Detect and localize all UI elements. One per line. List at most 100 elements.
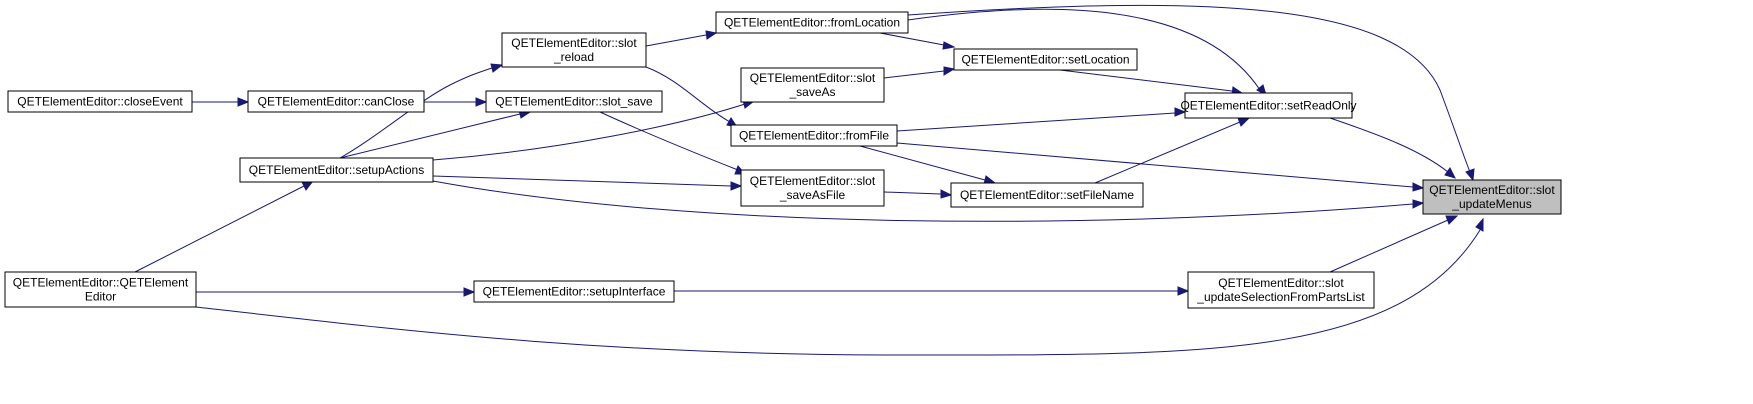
- edge-line: [339, 113, 521, 159]
- node-label: QETElementEditor::slot: [511, 36, 637, 50]
- node-box: [953, 48, 1138, 71]
- node-label: QETElementEditor::setReadOnly: [1180, 99, 1356, 113]
- edge-from-file-to-slot-update-menus: [896, 142, 1425, 192]
- edge-constructor-to-slot-update-menus: [195, 217, 1484, 356]
- edge-line: [1094, 121, 1241, 184]
- edge-from-file-to-set-read-only: [896, 107, 1187, 132]
- arrowhead-icon: [490, 63, 504, 73]
- arrowhead-icon: [237, 97, 250, 107]
- node-label: _saveAsFile: [779, 188, 846, 202]
- edge-close-event-to-can-close: [192, 97, 250, 107]
- node-label: QETElementEditor::slot: [750, 71, 876, 85]
- node-box: [247, 90, 425, 113]
- edge-line: [195, 229, 1481, 356]
- arrowhead-icon: [940, 189, 953, 199]
- node-label: QETElementEditor::closeEvent: [17, 95, 183, 109]
- node-box: [715, 11, 909, 34]
- node-box: [1184, 92, 1353, 119]
- node-box: [1187, 271, 1375, 309]
- edge-line: [883, 191, 942, 195]
- node-setup-interface[interactable]: QETElementEditor::setupInterface: [473, 280, 675, 303]
- node-box: [7, 90, 193, 113]
- edge-slot-reload-to-from-location: [645, 30, 718, 47]
- edge-line: [432, 103, 746, 161]
- node-label: QETElementEditor::slot: [1218, 276, 1344, 290]
- node-box: [730, 124, 898, 147]
- node-slot-update-menus[interactable]: QETElementEditor::slot_updateMenus: [1422, 179, 1562, 215]
- node-set-read-only[interactable]: QETElementEditor::setReadOnly: [1180, 92, 1357, 119]
- edge-can-close-to-slot-save: [424, 97, 488, 107]
- arrowhead-icon: [942, 41, 956, 50]
- edge-constructor-to-setup-actions: [134, 180, 315, 273]
- edge-line: [1329, 117, 1449, 173]
- edge-setup-actions-to-slot-update-menus: [432, 180, 1425, 222]
- edge-line: [859, 145, 986, 181]
- edge-set-read-only-to-slot-update-menus: [1329, 117, 1456, 179]
- node-label: QETElementEditor::fromFile: [739, 129, 889, 143]
- node-box: [1422, 179, 1562, 215]
- node-box: [740, 67, 885, 103]
- edge-line: [907, 4, 1471, 173]
- arrowhead-icon: [1475, 217, 1484, 232]
- edge-slot-save-as-to-set-location: [883, 66, 956, 79]
- node-label: QETElementEditor::fromLocation: [724, 16, 900, 30]
- node-box: [485, 90, 663, 113]
- node-setup-actions[interactable]: QETElementEditor::setupActions: [239, 157, 434, 183]
- node-label: QETElementEditor::slot_save: [495, 95, 653, 109]
- node-box: [239, 157, 434, 183]
- edge-constructor-to-setup-interface: [196, 287, 476, 297]
- edge-line: [1059, 69, 1233, 92]
- node-can-close[interactable]: QETElementEditor::canClose: [247, 90, 425, 113]
- node-from-location[interactable]: QETElementEditor::fromLocation: [715, 11, 909, 34]
- node-slot-update-selection[interactable]: QETElementEditor::slot_updateSelectionFr…: [1187, 271, 1375, 309]
- edge-set-location-to-set-read-only: [1059, 69, 1244, 96]
- node-slot-save[interactable]: QETElementEditor::slot_save: [485, 90, 663, 113]
- node-label: QETElementEditor::setFileName: [960, 188, 1134, 202]
- node-label: QETElementEditor::QETElement: [13, 276, 189, 290]
- node-box: [501, 32, 647, 68]
- edge-set-file-name-to-set-read-only: [1094, 117, 1251, 184]
- node-label: QETElementEditor::canClose: [258, 95, 415, 109]
- node-box: [473, 280, 675, 303]
- node-label: Editor: [85, 290, 116, 304]
- edge-setup-actions-to-slot-save: [339, 109, 532, 159]
- node-slot-reload[interactable]: QETElementEditor::slot_reload: [501, 32, 647, 68]
- arrowhead-icon: [730, 181, 743, 191]
- arrowhead-icon: [705, 30, 718, 40]
- node-set-location[interactable]: QETElementEditor::setLocation: [953, 48, 1138, 71]
- node-constructor[interactable]: QETElementEditor::QETElementEditor: [4, 271, 197, 308]
- node-slot-save-as[interactable]: QETElementEditor::slot_saveAs: [740, 67, 885, 103]
- node-slot-save-as-file[interactable]: QETElementEditor::slot_saveAsFile: [740, 169, 885, 207]
- node-label: _reload: [553, 50, 594, 64]
- edge-line: [907, 8, 1261, 91]
- arrowhead-icon: [1445, 215, 1459, 225]
- edge-line: [896, 142, 1414, 188]
- node-close-event[interactable]: QETElementEditor::closeEvent: [7, 90, 193, 113]
- node-label: QETElementEditor::setLocation: [961, 53, 1129, 67]
- edge-slot-save-as-file-to-set-file-name: [883, 189, 953, 199]
- arrowhead-icon: [1444, 167, 1456, 179]
- edge-from-location-to-set-location: [879, 32, 956, 50]
- arrowhead-icon: [463, 287, 476, 297]
- edge-setup-actions-to-slot-save-as-file: [432, 175, 743, 191]
- node-set-file-name[interactable]: QETElementEditor::setFileName: [950, 182, 1144, 208]
- arrowhead-icon: [1237, 117, 1251, 127]
- edge-line: [645, 34, 707, 47]
- arrowhead-icon: [1465, 168, 1475, 182]
- edge-from-location-to-slot-update-menus: [907, 4, 1475, 182]
- arrowhead-icon: [1177, 286, 1190, 296]
- node-label: QETElementEditor::slot: [750, 174, 876, 188]
- node-box: [740, 169, 885, 207]
- node-label: QETElementEditor::slot: [1429, 183, 1555, 197]
- edge-line: [432, 180, 1414, 222]
- edge-line: [134, 185, 305, 273]
- edge-setup-actions-to-slot-reload: [339, 63, 504, 159]
- edge-slot-update-selection-to-slot-update-menus: [1329, 215, 1459, 273]
- node-from-file[interactable]: QETElementEditor::fromFile: [730, 124, 898, 147]
- edge-line: [883, 70, 945, 79]
- arrowhead-icon: [1174, 107, 1187, 117]
- node-label: QETElementEditor::setupInterface: [483, 285, 666, 299]
- arrowhead-icon: [1412, 199, 1425, 209]
